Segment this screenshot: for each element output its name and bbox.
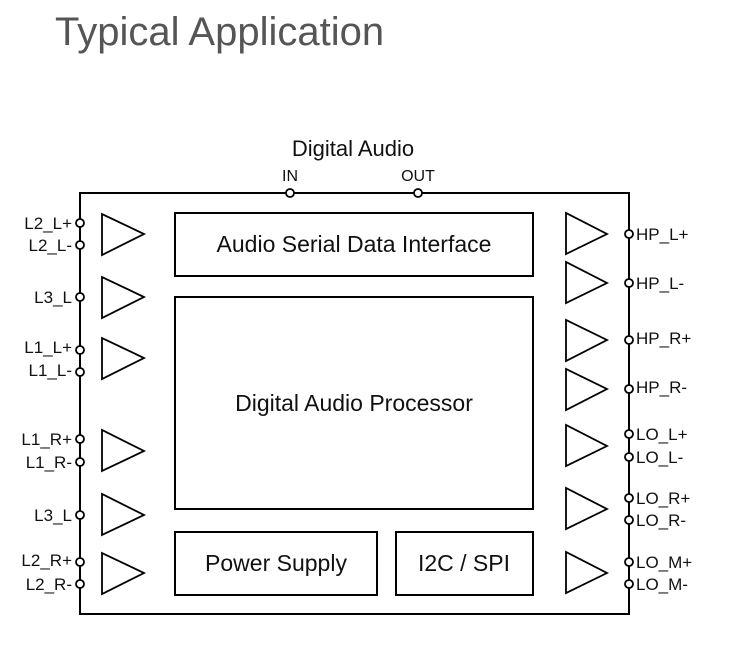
digital-audio-processor-block: [174, 296, 534, 510]
right-amplifier: [565, 486, 610, 531]
left-pin: [75, 218, 85, 228]
left-pin: [75, 367, 85, 377]
left-amplifier: [101, 212, 147, 257]
right-pin-label: HP_L-: [636, 274, 684, 293]
right-pin: [624, 278, 634, 288]
left-pin-label: L3_L: [34, 506, 72, 525]
audio-serial-data-interface-label: Audio Serial Data Interface: [217, 231, 492, 257]
right-pin: [624, 229, 634, 239]
digital-audio-out-pin: [413, 188, 423, 198]
right-amplifier: [565, 550, 610, 595]
right-pin: [624, 515, 634, 525]
right-pin-label: LO_L-: [636, 448, 683, 467]
digital-audio-label: Digital Audio: [292, 136, 414, 161]
left-pin: [75, 345, 85, 355]
chip-outline: [79, 192, 630, 615]
right-pin: [624, 452, 634, 462]
digital-audio-in-pin: [285, 188, 295, 198]
right-amplifier: [565, 423, 610, 468]
right-amplifier: [565, 260, 610, 305]
right-pin-label: LO_R+: [636, 489, 690, 508]
right-pin-label: LO_M+: [636, 553, 692, 572]
left-pin-label: L1_R-: [26, 453, 72, 472]
right-pin: [624, 557, 634, 567]
left-amplifier: [101, 428, 147, 473]
left-amplifier: [101, 336, 147, 381]
right-pin: [624, 579, 634, 589]
power-supply-label: Power Supply: [205, 550, 347, 576]
left-pin-label: L2_R+: [21, 551, 72, 570]
digital-audio-processor-label: Digital Audio Processor: [235, 390, 473, 416]
left-pin: [75, 510, 85, 520]
left-pin-label: L1_L+: [24, 338, 72, 357]
right-pin: [624, 384, 634, 394]
right-pin-label: HP_R+: [636, 329, 691, 348]
digital-audio-out-label: OUT: [401, 168, 435, 185]
right-pin-label: LO_R-: [636, 511, 686, 530]
page-title: Typical Application: [55, 10, 385, 54]
left-pin-label: L1_R+: [21, 430, 72, 449]
right-pin: [624, 429, 634, 439]
left-pin: [75, 579, 85, 589]
power-supply-block: [174, 531, 378, 596]
left-amplifier: [101, 275, 147, 320]
left-pin: [75, 292, 85, 302]
right-pin-label: HP_R-: [636, 378, 687, 397]
left-amplifier: [101, 492, 147, 537]
right-pin: [624, 493, 634, 503]
right-pin-label: LO_M-: [636, 575, 688, 594]
left-pin-label: L2_L-: [29, 236, 72, 255]
right-amplifier: [565, 211, 610, 256]
left-pin: [75, 457, 85, 467]
right-amplifier: [565, 318, 610, 363]
left-pin-label: L2_R-: [26, 575, 72, 594]
left-pin-label: L2_L+: [24, 214, 72, 233]
digital-audio-in-label: IN: [282, 168, 298, 185]
left-pin: [75, 434, 85, 444]
left-pin: [75, 557, 85, 567]
left-amplifier: [101, 551, 147, 596]
right-pin-label: HP_L+: [636, 225, 689, 244]
audio-serial-data-interface-block: [174, 212, 534, 277]
i2c-spi-block: [395, 531, 534, 596]
right-pin-label: LO_L+: [636, 425, 688, 444]
left-pin: [75, 240, 85, 250]
left-pin-label: L3_L: [34, 288, 72, 307]
left-pin-label: L1_L-: [29, 361, 72, 380]
right-pin: [624, 335, 634, 345]
right-amplifier: [565, 367, 610, 412]
i2c-spi-label: I2C / SPI: [418, 550, 510, 576]
